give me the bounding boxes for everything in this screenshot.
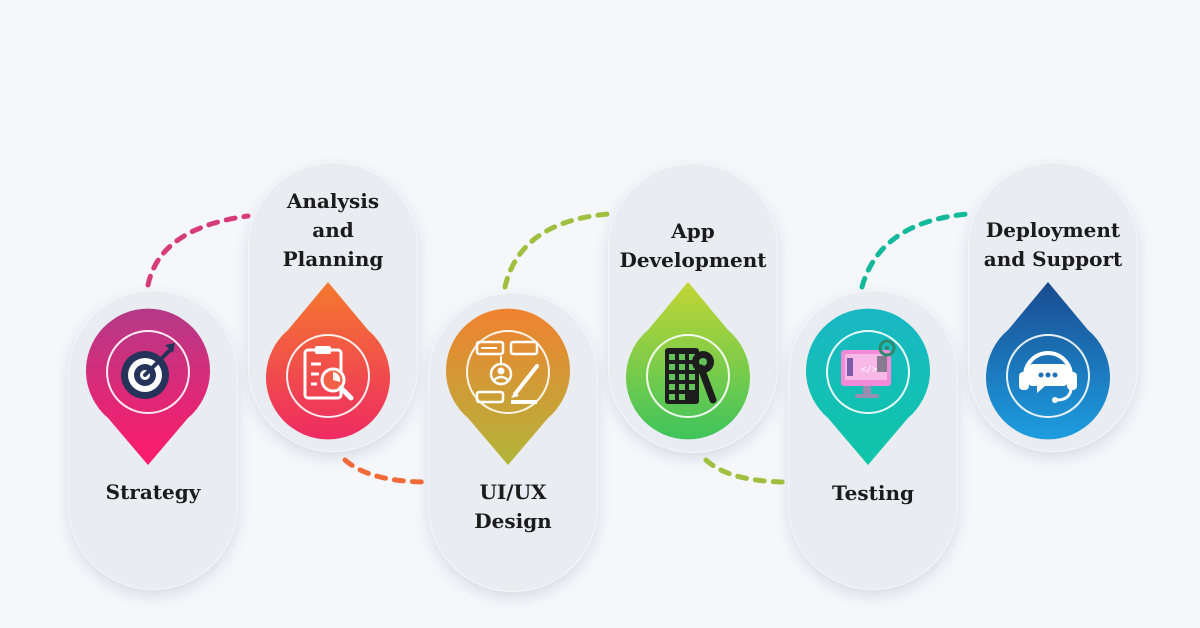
- uiux-pin: [443, 300, 573, 470]
- connector-appdev-testing: [703, 457, 791, 485]
- design-tools-icon: [475, 340, 539, 404]
- connector-strategy-analysis: [145, 213, 251, 288]
- app-development-wrench-icon: [665, 348, 717, 404]
- svg-text:</>: </>: [861, 365, 878, 375]
- testing-pin: </>: [803, 300, 933, 470]
- appdev-pin: [623, 278, 753, 448]
- testing-monitor-icon: </>: [841, 339, 896, 398]
- analysis-pin: [263, 278, 393, 448]
- analysis-report-icon: [303, 346, 354, 401]
- testing-label: Testing: [832, 481, 914, 505]
- deployment-pin: [983, 278, 1113, 448]
- connector-testing-deployment: [859, 211, 971, 290]
- strategy-label: Strategy: [105, 480, 201, 504]
- strategy-pin: [83, 300, 213, 470]
- target-icon: [121, 343, 175, 399]
- connector-uiux-appdev: [502, 211, 611, 290]
- connector-analysis-uiux: [342, 457, 431, 485]
- support-headset-icon: [1019, 351, 1077, 403]
